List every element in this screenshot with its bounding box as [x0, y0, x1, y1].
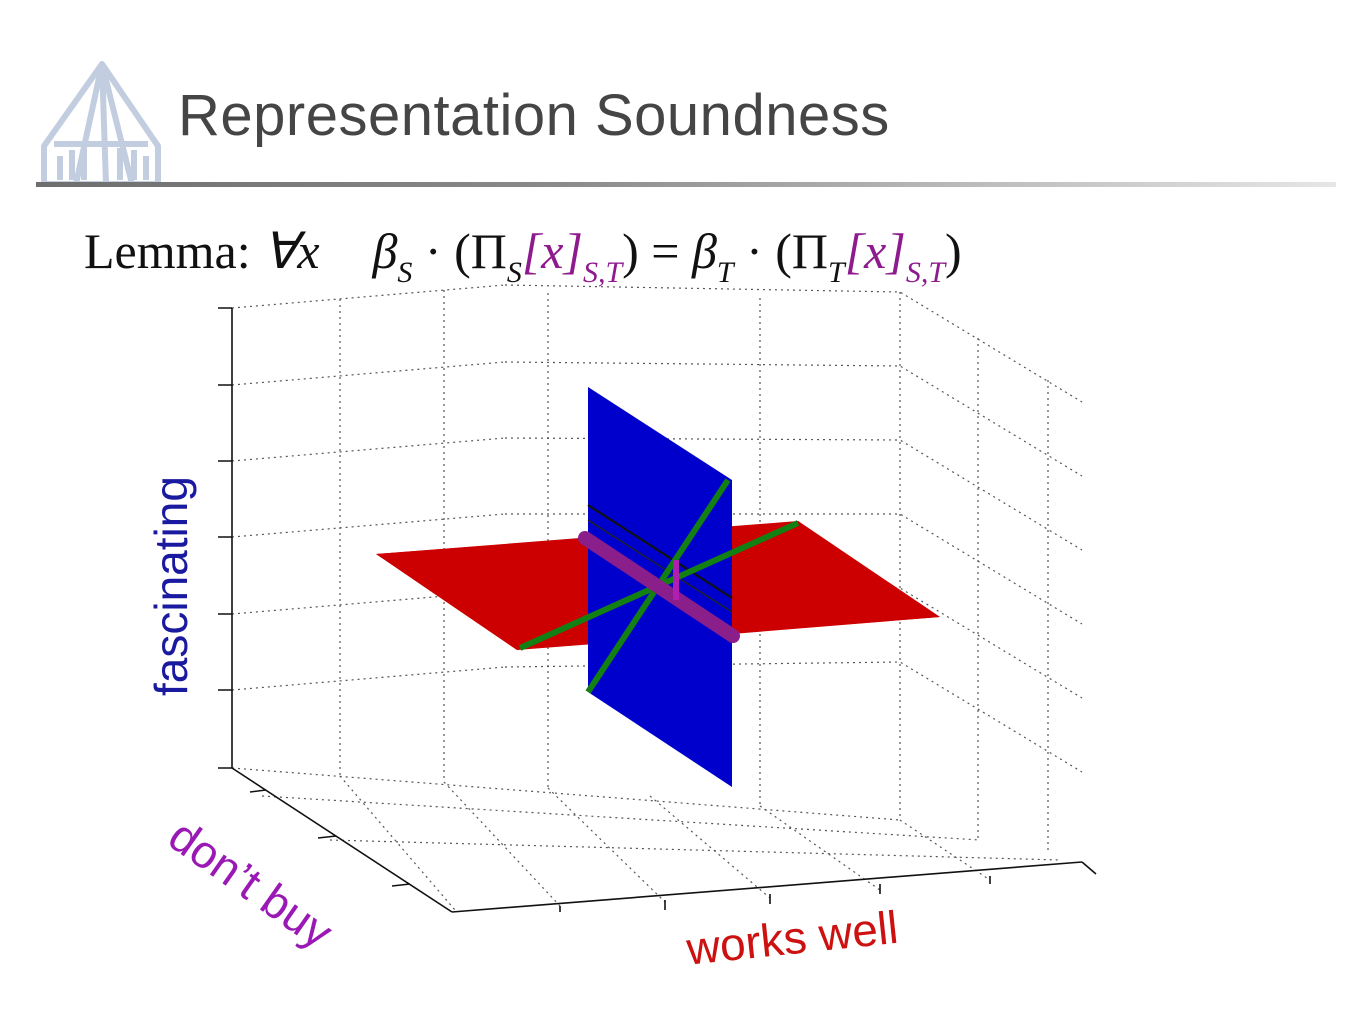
red-plane-front-left [376, 538, 588, 650]
page-title: Representation Soundness [178, 83, 890, 148]
beta-t-subscript: T [716, 256, 734, 289]
lhs-close: ) [622, 223, 639, 279]
beta-s: β [372, 223, 398, 279]
intersection-line [587, 504, 733, 599]
red-plane-front [732, 521, 940, 634]
lhs-operator: · (Π [424, 223, 507, 279]
intersection-line-2 [587, 519, 733, 613]
rhs-bracket-subscript: S,T [905, 256, 945, 289]
pi-s-subscript: S [506, 256, 522, 289]
beta-t: β [692, 223, 717, 279]
title-divider [36, 182, 1336, 187]
lemma-label: Lemma: [84, 223, 251, 279]
forall-x: ∀x [263, 223, 320, 279]
pi-t-subscript: T [828, 256, 845, 289]
axes [218, 307, 1097, 913]
vertical-axis-label: fascinating [145, 476, 197, 696]
rhs-bracket: [x] [844, 223, 906, 279]
rhs-close: ) [945, 223, 962, 279]
lhs-bracket-subscript: S,T [582, 256, 623, 289]
equals-sign: = [651, 223, 680, 279]
lemma-formula: Lemma: ∀x βS · (ΠS[x]S,T) = βT · (ΠT[x]S… [84, 222, 962, 289]
purple-tube [578, 531, 740, 643]
beta-s-subscript: S [397, 256, 413, 289]
rhs-operator: · (Π [746, 223, 829, 279]
lhs-bracket: [x] [521, 223, 583, 279]
